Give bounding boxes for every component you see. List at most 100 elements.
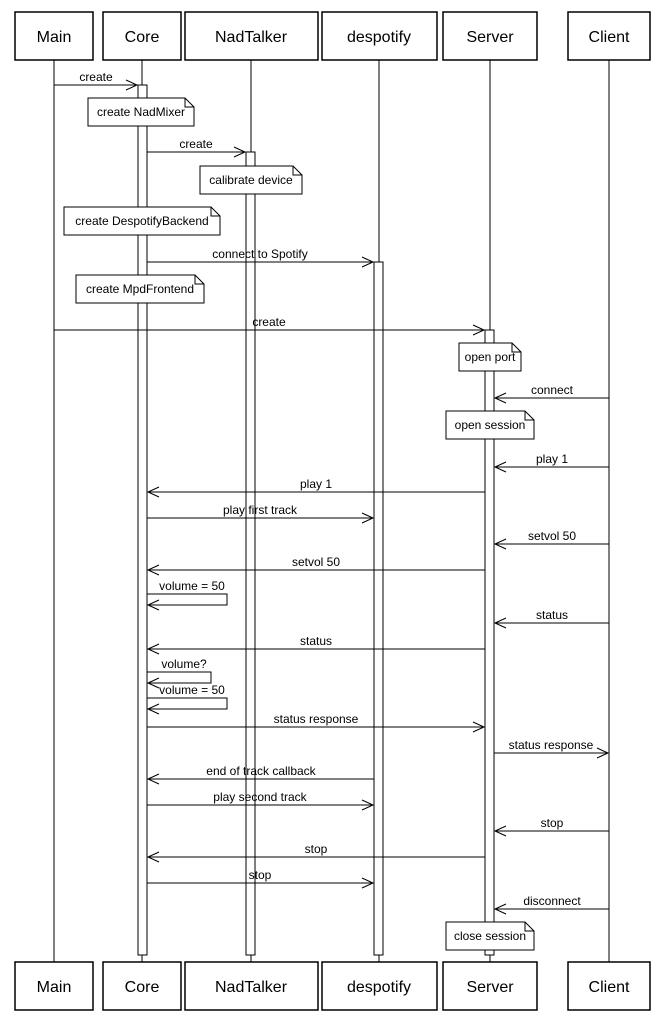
- message-label: volume?: [161, 657, 207, 671]
- message: connect to Spotify: [147, 247, 375, 268]
- participant-box: [321, 11, 438, 61]
- note-fold-icon: [210, 207, 220, 217]
- participant-label: despotify: [347, 979, 411, 996]
- note-label: close session: [454, 929, 526, 943]
- participant-label: Server: [466, 29, 514, 46]
- note-shape: [445, 410, 535, 440]
- activations: [137, 84, 495, 956]
- note-fold-icon: [292, 166, 302, 176]
- message-label: stop: [541, 816, 564, 830]
- participant-top-core: Core: [102, 11, 182, 61]
- message-label: disconnect: [523, 894, 581, 908]
- participant-box: [14, 11, 94, 61]
- message: status response: [494, 738, 610, 759]
- message-label: status response: [274, 712, 359, 726]
- message-label: status: [300, 634, 332, 648]
- note: create MpdFrontend: [75, 274, 205, 304]
- note-label: create DespotifyBackend: [75, 214, 208, 228]
- message-label: create: [79, 70, 113, 84]
- participants-top: Main Core NadTalker despotify Server Cli…: [14, 11, 651, 61]
- note: open port: [458, 342, 522, 372]
- note-label: calibrate device: [209, 173, 293, 187]
- note: create DespotifyBackend: [63, 206, 221, 236]
- participant-label: Main: [37, 29, 72, 46]
- participant-label: Core: [125, 979, 160, 996]
- participant-top-main: Main: [14, 11, 94, 61]
- participant-bottom-client: Client: [567, 961, 651, 1011]
- message-self: volume = 50: [146, 683, 228, 715]
- activation-despotify: [373, 261, 384, 956]
- note-shape: [458, 342, 522, 372]
- participants-bottom: Main Core NadTalker despotify Server Cli…: [14, 961, 651, 1011]
- participant-box: [184, 11, 319, 61]
- participant-top-nadtalker: NadTalker: [184, 11, 319, 61]
- note-fold-icon: [511, 343, 521, 353]
- participant-box: [14, 961, 94, 1011]
- participant-top-server: Server: [442, 11, 538, 61]
- message-label: end of track callback: [206, 764, 316, 778]
- note-label: create NadMixer: [97, 105, 185, 119]
- lifelines: [53, 60, 610, 962]
- message: create: [147, 137, 247, 158]
- participant-bottom-nadtalker: NadTalker: [184, 961, 319, 1011]
- message-label: connect to Spotify: [212, 247, 307, 261]
- message: setvol 50: [146, 555, 485, 576]
- message: stop: [493, 816, 609, 837]
- note-shape: [445, 921, 535, 951]
- note: open session: [445, 410, 535, 440]
- message: play 1: [146, 477, 485, 498]
- message-arrow: [146, 671, 212, 689]
- activation-nadtalker: [245, 151, 256, 956]
- message: status: [493, 608, 609, 629]
- messages: create create connect to Spotify create …: [54, 70, 610, 915]
- participant-bottom-core: Core: [102, 961, 182, 1011]
- participant-label: NadTalker: [215, 29, 288, 46]
- message: status: [146, 634, 485, 655]
- activation-core: [137, 84, 148, 956]
- participant-box: [567, 961, 651, 1011]
- participant-bottom-main: Main: [14, 961, 94, 1011]
- message: play second track: [147, 790, 375, 811]
- participant-box: [102, 11, 182, 61]
- participant-bottom-despotify: despotify: [321, 961, 438, 1011]
- activation-server: [484, 329, 495, 956]
- message-label: play 1: [536, 452, 568, 466]
- message: create: [54, 315, 486, 336]
- message-arrow: [146, 593, 228, 611]
- message: disconnect: [493, 894, 609, 915]
- note: calibrate device: [199, 165, 303, 195]
- participant-label: Client: [589, 979, 630, 996]
- participant-label: NadTalker: [215, 979, 288, 996]
- message-label: play first track: [223, 503, 298, 517]
- participant-label: Client: [589, 29, 630, 46]
- message: stop: [147, 868, 375, 889]
- participant-box: [102, 961, 182, 1011]
- message-label: play 1: [300, 477, 332, 491]
- participant-box: [567, 11, 651, 61]
- notes: create NadMixer calibrate device create …: [63, 97, 535, 951]
- message: setvol 50: [493, 529, 609, 550]
- message-label: setvol 50: [528, 529, 576, 543]
- message: status response: [147, 712, 486, 733]
- participant-box: [442, 11, 538, 61]
- participant-box: [442, 961, 538, 1011]
- message-label: status response: [509, 738, 594, 752]
- message-label: stop: [249, 868, 272, 882]
- message-label: play second track: [213, 790, 307, 804]
- message-label: stop: [305, 842, 328, 856]
- note-shape: [199, 165, 303, 195]
- message: create: [54, 70, 139, 91]
- note: close session: [445, 921, 535, 951]
- message: play 1: [493, 452, 609, 473]
- participant-top-despotify: despotify: [321, 11, 438, 61]
- message-label: setvol 50: [292, 555, 340, 569]
- message-label: volume = 50: [159, 579, 225, 593]
- note: create NadMixer: [87, 97, 195, 127]
- participant-top-client: Client: [567, 11, 651, 61]
- message-label: create: [179, 137, 213, 151]
- note-shape: [87, 97, 195, 127]
- message-arrow: [146, 697, 228, 715]
- note-fold-icon: [194, 275, 204, 285]
